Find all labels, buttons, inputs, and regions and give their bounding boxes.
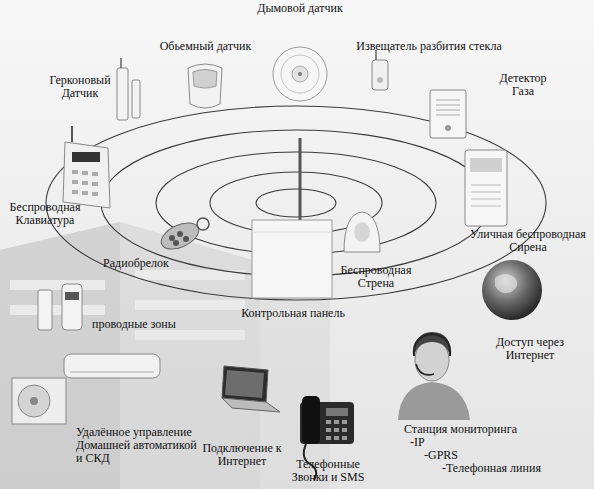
motion-sensor-icon bbox=[188, 64, 222, 108]
key-fob-icon bbox=[157, 218, 209, 255]
outdoor-siren-icon bbox=[465, 150, 507, 226]
motion-sensor-label: Обьемный датчик bbox=[148, 40, 263, 53]
keypad-label: Беспроводная Клавиатура bbox=[0, 201, 90, 227]
control-panel-label: Контрольная панель bbox=[226, 307, 360, 320]
smoke-detector-icon bbox=[273, 47, 327, 101]
node-text: Доступ через Интернет bbox=[480, 336, 580, 362]
node-text: -GPRS bbox=[404, 449, 592, 462]
node-text: Беспроводная Клавиатура bbox=[0, 201, 90, 227]
node-text: Извещатель разбития стекла bbox=[338, 40, 520, 53]
gas-detector-label: Детектор Газа bbox=[492, 72, 554, 98]
node-text: Уличная беспроводная Сирена bbox=[462, 228, 594, 254]
node-text: -Телефонная линия bbox=[404, 462, 592, 475]
wired-zones-label: проводные зоны bbox=[92, 318, 202, 331]
siren-label: Беспроводная Стрена bbox=[330, 264, 422, 290]
node-text: Беспроводная Стрена bbox=[330, 264, 422, 290]
node-text: проводные зоны bbox=[92, 318, 202, 331]
smoke-detector-label: Дымовой датчик bbox=[240, 2, 360, 15]
laptop-icon bbox=[222, 366, 280, 412]
internet-link-label: Подключение к Интернет bbox=[194, 442, 290, 468]
node-text: Станция мониторинга bbox=[404, 423, 592, 436]
node-text: Детектор Газа bbox=[492, 72, 554, 98]
radio-waves bbox=[46, 106, 546, 300]
gas-detector-icon bbox=[430, 90, 466, 138]
node-text: Телефонные Звонки и SMS bbox=[280, 458, 376, 484]
key-fob-label: Радиобрелок bbox=[96, 257, 176, 270]
glass-break-label: Извещатель разбития стекла bbox=[338, 40, 520, 53]
control-panel-icon bbox=[252, 138, 332, 298]
node-text: Удалённое управление Домашней автоматико… bbox=[76, 426, 204, 465]
reed-switch-label: Герконовый Датчик bbox=[44, 74, 116, 100]
node-text: Дымовой датчик bbox=[240, 2, 360, 15]
glass-break-icon bbox=[372, 50, 388, 90]
home-automation-label: Удалённое управление Домашней автоматико… bbox=[76, 426, 204, 465]
node-text: Подключение к Интернет bbox=[194, 442, 290, 468]
wireless-siren-icon bbox=[344, 212, 380, 252]
internet-access-label: Доступ через Интернет bbox=[480, 336, 580, 362]
reed-switch-icon bbox=[117, 58, 140, 120]
wireless-keypad-icon bbox=[63, 126, 110, 208]
node-text: -IP bbox=[404, 436, 592, 449]
monitoring-station-label: Станция мониторинга-IP-GPRS-Телефонная л… bbox=[404, 423, 592, 475]
phone-sms-label: Телефонные Звонки и SMS bbox=[280, 458, 376, 484]
outdoor-siren-label: Уличная беспроводная Сирена bbox=[462, 228, 594, 254]
node-text: Обьемный датчик bbox=[148, 40, 263, 53]
node-text: Герконовый Датчик bbox=[44, 74, 116, 100]
wired-sensor-icon bbox=[38, 284, 82, 330]
operator-icon bbox=[398, 332, 470, 420]
node-text: Радиобрелок bbox=[96, 257, 176, 270]
globe-icon bbox=[482, 260, 542, 320]
node-text: Контрольная панель bbox=[226, 307, 360, 320]
air-conditioner-icon bbox=[12, 354, 160, 424]
